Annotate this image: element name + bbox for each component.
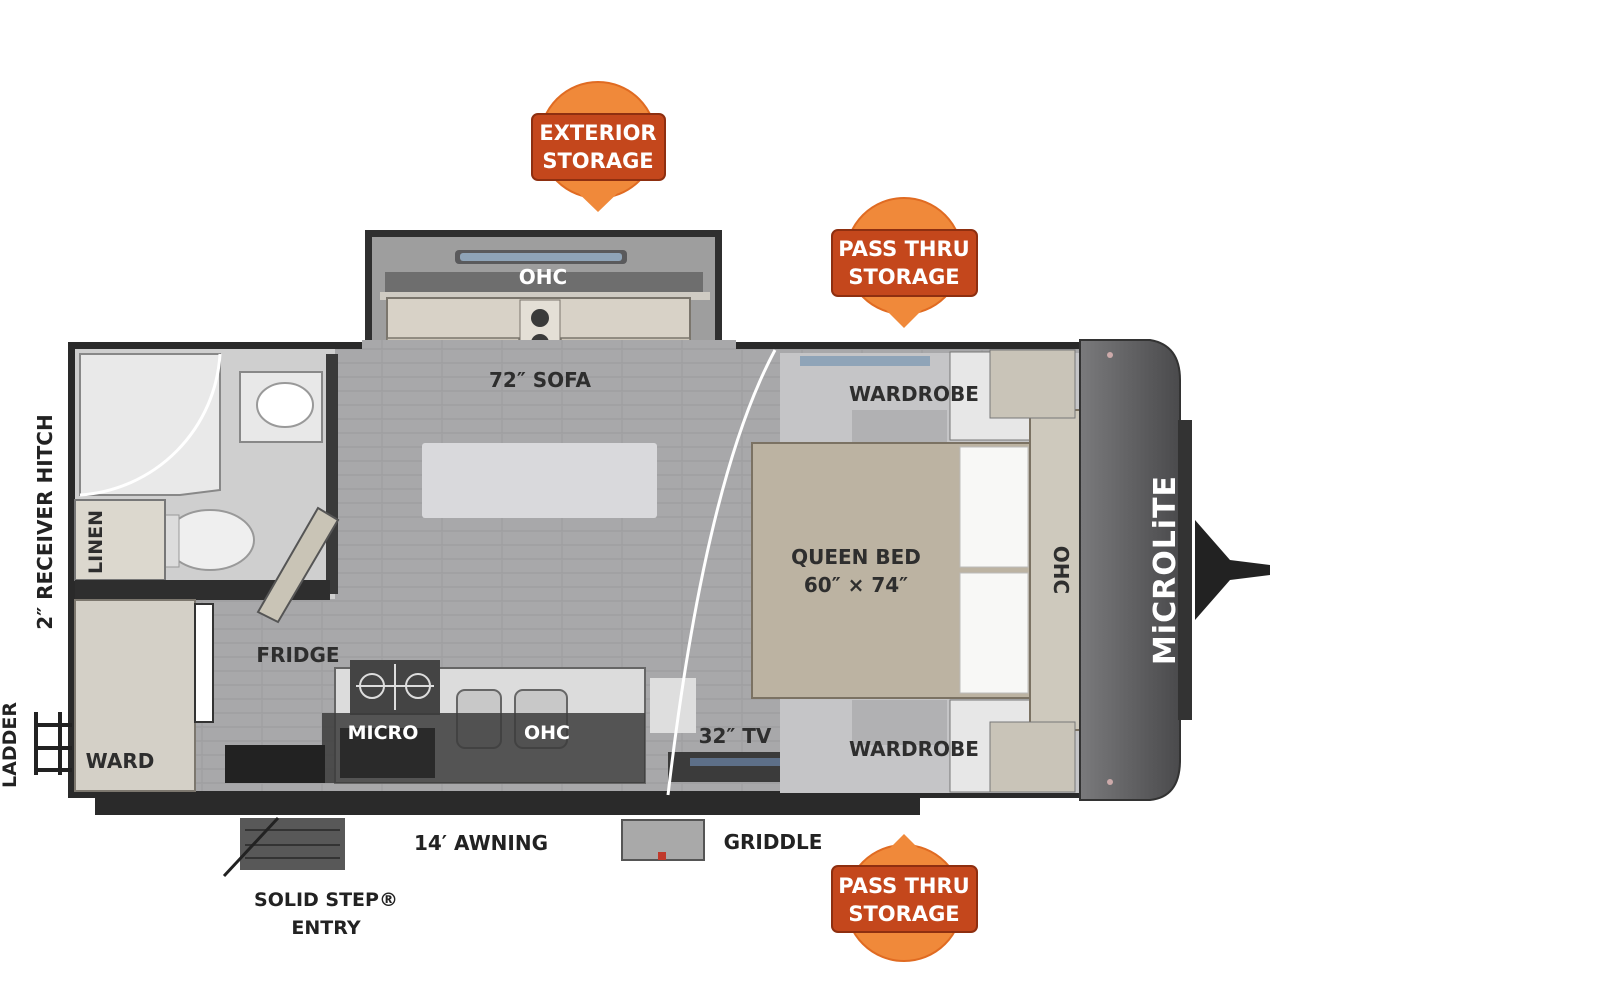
pass-thru-top-line2: STORAGE [848, 265, 959, 289]
bedroom-partition [666, 349, 777, 796]
fridge-label: FRIDGE [256, 643, 339, 667]
linen-label: LINEN [85, 510, 107, 574]
ladder [34, 712, 72, 775]
slide-ohc-label: OHC [519, 265, 567, 289]
queen-bed-size: 60″ × 74″ [804, 573, 908, 597]
brand-logo: MiCROLiTE [1148, 475, 1183, 665]
pass-thru-top-line1: PASS THRU [838, 237, 969, 261]
tv-label: 32″ TV [699, 724, 772, 748]
ward-label: WARD [86, 749, 155, 773]
sofa-label: 72″ SOFA [489, 368, 592, 392]
ladder-label: LADDER [0, 702, 21, 788]
entry-label-line2: ENTRY [291, 917, 360, 939]
pass-thru-bottom-line2: STORAGE [848, 902, 959, 926]
kitchen [225, 660, 696, 784]
receiver-hitch-label: 2″ RECEIVER HITCH [33, 414, 57, 629]
rear-wardrobe [74, 599, 214, 792]
bedroom [751, 349, 1081, 793]
wardrobe-bottom-label: WARDROBE [849, 737, 979, 761]
kitchen-ohc-label: OHC [524, 722, 570, 744]
exterior-storage-callout: EXTERIOR STORAGE [531, 81, 666, 212]
micro-label: MICRO [348, 722, 419, 744]
exterior-storage-line1: EXTERIOR [539, 121, 656, 145]
entry-label-line1: SOLID STEP® [254, 889, 398, 911]
exterior-storage-line2: STORAGE [542, 149, 653, 173]
tv [690, 758, 800, 766]
front-cap [1079, 339, 1270, 801]
bath-door [256, 506, 340, 624]
bathroom [74, 349, 338, 600]
awning-label: 14′ AWNING [414, 831, 548, 855]
pass-thru-bottom-line1: PASS THRU [838, 874, 969, 898]
table [422, 443, 657, 518]
griddle [621, 819, 705, 861]
queen-bed-label: QUEEN BED [791, 545, 921, 569]
front-ohc-label: OHC [1049, 546, 1073, 594]
pass-thru-bottom-callout: PASS THRU STORAGE [831, 834, 978, 962]
wardrobe-top-label: WARDROBE [849, 382, 979, 406]
entry-step [95, 797, 920, 878]
pass-thru-top-callout: PASS THRU STORAGE [831, 197, 978, 328]
griddle-label: GRIDDLE [724, 830, 823, 854]
